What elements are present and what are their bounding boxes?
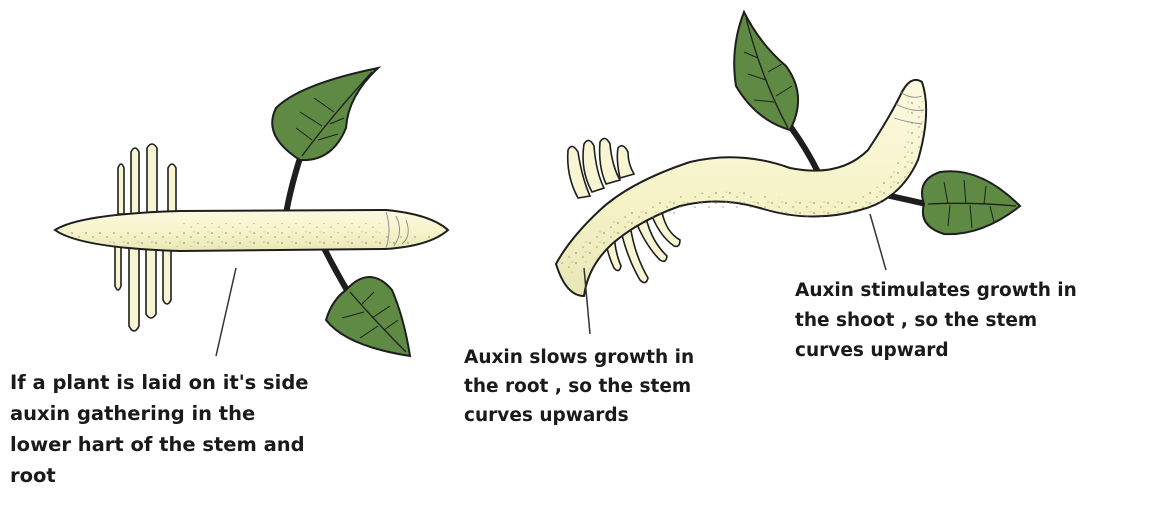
caption-line: root (10, 460, 309, 491)
caption-line: curves upwards (464, 401, 694, 430)
lower-leaf (326, 277, 410, 356)
upper-root-hairs (118, 144, 176, 214)
pointer-line-shoot (870, 214, 886, 270)
top-leaf-stalk (790, 126, 818, 172)
pointer-line-left (216, 268, 236, 356)
caption-line: Auxin slows growth in (464, 343, 694, 372)
caption-line: lower hart of the stem and (10, 429, 309, 460)
lower-leaf-stalk (324, 248, 348, 292)
caption-line: the shoot , so the stem (795, 306, 1077, 336)
side-leaf (922, 171, 1020, 234)
caption-line: the root , so the stem (464, 372, 694, 401)
lower-root-hairs (115, 244, 171, 331)
horizontal-plant (55, 68, 448, 356)
caption-line: curves upward (795, 336, 1077, 366)
upper-root-hairs-curved (568, 138, 634, 198)
caption-shoot: Auxin stimulates growth in the shoot , s… (795, 276, 1077, 366)
caption-line: Auxin stimulates growth in (795, 276, 1077, 306)
top-leaf (734, 12, 798, 130)
caption-line: If a plant is laid on it's side (10, 367, 309, 398)
caption-horizontal-plant: If a plant is laid on it's side auxin ga… (10, 367, 309, 491)
upper-leaf (272, 68, 378, 160)
caption-line: auxin gathering in the (10, 398, 309, 429)
caption-root: Auxin slows growth in the root , so the … (464, 343, 694, 430)
upper-leaf-stalk (286, 158, 300, 214)
